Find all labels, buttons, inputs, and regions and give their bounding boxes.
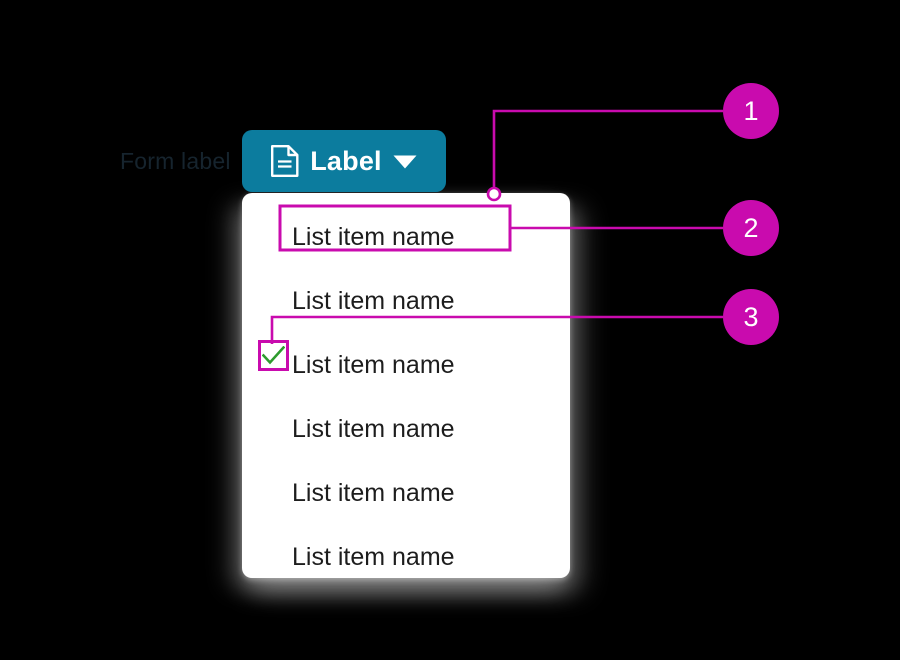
list-item-label: List item name <box>292 543 455 571</box>
label-button-text: Label <box>310 146 382 176</box>
callout-badge-1[interactable]: 1 <box>723 83 779 139</box>
dropdown-list: List item name List item name List item … <box>242 193 570 578</box>
callout-badge-2[interactable]: 2 <box>723 200 779 256</box>
list-item[interactable]: List item name <box>242 397 570 461</box>
form-label: Form label <box>120 148 231 174</box>
callout-leader-1 <box>486 109 723 202</box>
check-icon <box>262 346 285 365</box>
list-item-label: List item name <box>292 479 455 507</box>
document-icon <box>271 145 299 177</box>
callout-badge-3-number: 3 <box>743 302 759 332</box>
list-item[interactable]: List item name <box>242 525 570 589</box>
callout-badge-2-number: 2 <box>743 213 759 243</box>
list-item-label: List item name <box>292 351 455 379</box>
label-dropdown-button[interactable]: Label <box>242 130 446 192</box>
callout-badge-1-number: 1 <box>743 96 759 126</box>
list-item-label: List item name <box>292 223 455 251</box>
list-item[interactable]: List item name <box>242 205 570 269</box>
list-item[interactable]: List item name <box>242 461 570 525</box>
dropdown-panel: List item name List item name List item … <box>242 193 570 578</box>
list-item[interactable]: List item name <box>242 269 570 333</box>
list-item-label: List item name <box>292 415 455 443</box>
callout-badge-3[interactable]: 3 <box>723 289 779 345</box>
item-checkbox[interactable] <box>258 340 289 371</box>
list-item-label: List item name <box>292 287 455 315</box>
chevron-down-icon <box>393 155 417 168</box>
list-item-selected[interactable]: List item name <box>242 333 570 397</box>
